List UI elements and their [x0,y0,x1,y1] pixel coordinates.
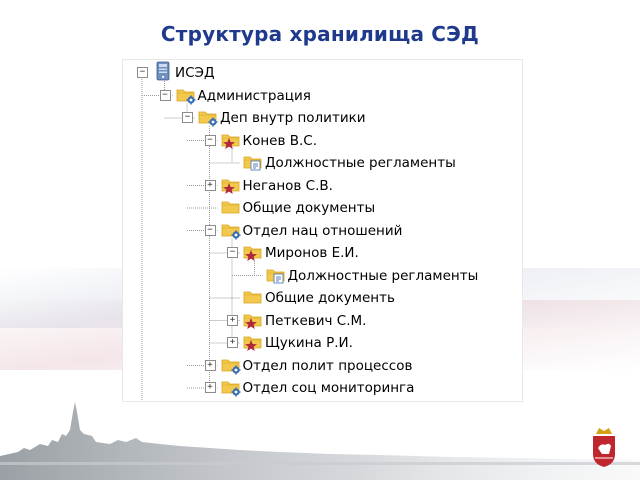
expand-toggle[interactable]: + [227,337,238,348]
tree-node[interactable]: Общие документы [123,198,522,218]
tree-node-label[interactable]: Конев В.С. [242,132,318,149]
folder-gear-icon [220,376,242,397]
folder-star-icon [220,129,242,149]
folder-star-icon [242,241,264,261]
expand-toggle[interactable]: + [204,179,216,191]
tree-node-label[interactable]: Отдел нац отношений [242,222,403,239]
tree-node-label[interactable]: Деп внутр политики [220,110,366,126]
tree-node[interactable]: − Отдел нац отношений [123,221,522,241]
folder-star-icon [242,309,264,329]
tree-node-label[interactable]: Общие документы [242,200,376,216]
slide-title: Структура хранилища СЭД [160,22,480,46]
tree-node[interactable]: Общие документь [123,288,522,308]
tree-node-label[interactable]: Администрация [197,87,311,104]
tree-node-label[interactable]: ИСЭД [175,65,215,81]
expand-toggle[interactable]: + [204,359,216,371]
tree-node[interactable]: + Отдел соц мониторинга [123,378,522,398]
tree-node[interactable]: − Миронов Е.И. [123,243,522,263]
server-icon [152,61,174,81]
tree-node-label[interactable]: Отдел полит процессов [242,357,413,374]
tree-node-label[interactable]: Отдел соц мониторинга [242,380,415,396]
tree-node[interactable]: + Петкевич С.М. [123,311,522,331]
collapse-toggle[interactable]: − [182,112,193,123]
city-skyline-decoration [0,402,640,480]
folder-doc-icon [242,151,264,171]
tree-node[interactable]: − Конев В.С. [123,131,522,151]
tree-node[interactable]: − ИСЭД [123,61,522,83]
folder-icon [220,196,242,216]
folder-gear-icon [220,354,242,374]
tree-node[interactable]: Должностные регламенты [123,153,522,173]
folder-gear-icon [220,219,242,239]
folder-doc-icon [265,264,287,284]
expand-toggle[interactable]: + [227,314,238,326]
tree-node[interactable]: − Администрация [123,86,522,106]
tree-node-label[interactable]: Миронов Е.И. [265,245,359,261]
collapse-toggle[interactable]: − [159,89,171,101]
coat-of-arms-emblem [593,428,615,467]
tree-node-label[interactable]: Щукина Р.И. [265,335,353,351]
collapse-toggle[interactable]: − [227,247,238,258]
tree-node-label[interactable]: Неганов С.В. [242,177,333,194]
tree-node[interactable]: + Неганов С.В. [123,176,522,196]
tree-node-label[interactable]: Общие документь [265,290,395,306]
tree-node-label[interactable]: Петкевич С.М. [265,312,367,329]
tree-node[interactable]: − Деп внутр политики [123,108,522,128]
collapse-toggle[interactable]: − [204,224,216,236]
collapse-toggle[interactable]: − [204,134,216,146]
folder-icon [242,286,264,306]
tree-node[interactable]: Должностные регламенты [123,266,522,286]
tree-view: − ИСЭД− Администрация− Деп внутр политик… [123,60,522,401]
expand-toggle[interactable]: + [204,382,216,393]
folder-gear-icon [175,84,197,104]
folder-gear-icon [197,106,219,127]
collapse-toggle[interactable]: − [137,67,148,78]
tree-node[interactable]: + Щукина Р.И. [123,333,522,353]
folder-star-icon [242,331,264,351]
tree-node-label[interactable]: Должностные регламенты [287,267,479,284]
tree-node-label[interactable]: Должностные регламенты [265,155,456,171]
tree-node[interactable]: + Отдел полит процессов [123,356,522,376]
folder-star-icon [220,174,242,194]
